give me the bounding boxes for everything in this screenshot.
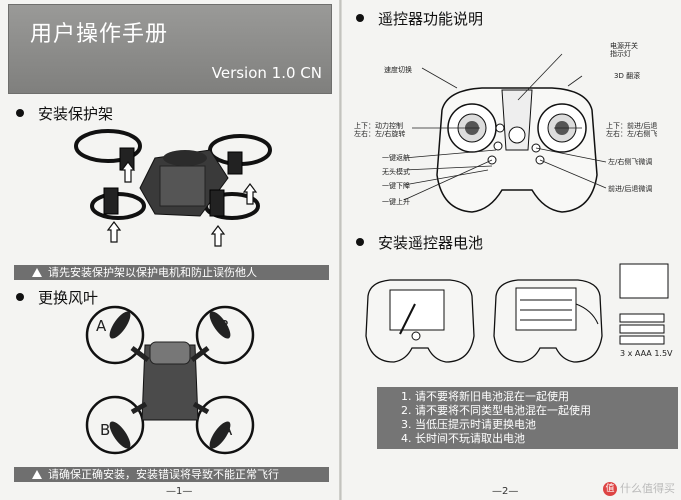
section-title: 安装保护架	[38, 105, 114, 123]
warning-icon	[32, 470, 42, 479]
section-title: 安装遥控器电池	[378, 234, 484, 252]
label-ascend: 一键上升	[382, 198, 410, 206]
label-return: 一键返航	[382, 154, 410, 162]
bullet-icon	[356, 237, 364, 246]
page-number-right: —2—	[492, 486, 519, 497]
prop-label-b-top: B	[219, 317, 230, 335]
drone-guard-illustration	[74, 129, 272, 247]
label-trim-lr: 左/右侧飞微调	[608, 158, 653, 166]
battery-open-illustration	[493, 279, 603, 363]
section-remote: 遥控器功能说明	[356, 8, 483, 29]
warning-banner-prop: 请确保正确安装，安装错误将导致不能正常飞行	[14, 467, 329, 482]
note-item: 3. 当低压提示时请更换电池	[401, 418, 536, 431]
battery-cover-illustration	[365, 279, 475, 363]
section-title: 遥控器功能说明	[378, 10, 484, 28]
title-banner: 用户操作手册 Version 1.0 CN	[8, 4, 332, 94]
manual-title: 用户操作手册	[30, 22, 169, 47]
page-number-left: —1—	[166, 486, 193, 497]
section-replace-prop: 更换风叶	[16, 287, 98, 308]
label-speed: 速度切换	[384, 66, 412, 74]
bullet-icon	[356, 13, 364, 22]
prop-label-a-top: A	[96, 317, 107, 335]
battery-spec-label: 3 x AAA 1.5V	[620, 349, 673, 358]
propeller-illustration	[85, 305, 255, 455]
warning-banner-guard: 请先安装保护架以保护电机和防止误伤他人	[14, 265, 329, 280]
label-left-stick: 上下：动力控制左右：左/右旋转	[354, 122, 406, 138]
label-power: 电源开关指示灯	[610, 42, 638, 58]
warning-icon	[32, 268, 42, 277]
right-page: 遥控器功能说明	[342, 0, 681, 500]
warning-text: 请确保正确安装，安装错误将导致不能正常飞行	[48, 468, 279, 481]
section-battery: 安装遥控器电池	[356, 232, 483, 253]
version-label: Version 1.0 CN	[211, 64, 322, 82]
prop-label-a-bottom: A	[222, 421, 233, 439]
label-flip: 3D 翻滚	[614, 72, 641, 80]
battery-spec-illustration	[619, 263, 669, 345]
label-headless: 无头模式	[382, 168, 410, 176]
left-page: 用户操作手册 Version 1.0 CN 安装保护架	[0, 0, 340, 500]
label-descend: 一键下降	[382, 182, 410, 190]
warning-text: 请先安装保护架以保护电机和防止误伤他人	[48, 266, 257, 279]
bullet-icon	[16, 108, 24, 117]
watermark-logo-icon: 值	[603, 482, 617, 496]
note-item: 2. 请不要将不同类型电池混在一起使用	[401, 404, 591, 417]
label-trim-fb: 前进/后退微调	[608, 185, 653, 193]
prop-label-b-bottom: B	[100, 421, 111, 439]
label-right-stick: 上下：前进/后退左右：左/右侧飞	[606, 122, 658, 138]
battery-notes-box: 1. 请不要将新旧电池混在一起使用 2. 请不要将不同类型电池混在一起使用 3.…	[377, 387, 678, 449]
page-fold	[339, 0, 342, 500]
section-install-guard: 安装保护架	[16, 103, 113, 124]
controller-leader-lines	[403, 53, 607, 201]
note-item: 4. 长时间不玩请取出电池	[401, 432, 525, 445]
bullet-icon	[16, 292, 24, 301]
section-title: 更换风叶	[38, 289, 99, 307]
watermark: 值什么值得买	[603, 480, 675, 496]
note-item: 1. 请不要将新旧电池混在一起使用	[401, 390, 569, 403]
